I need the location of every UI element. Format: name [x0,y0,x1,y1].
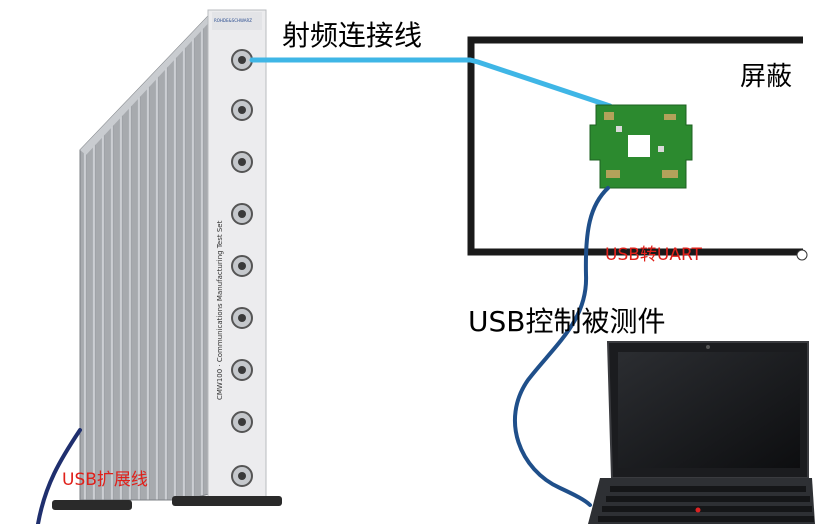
usb-extension-label: USB扩展线 [62,470,148,490]
laptop-keyboard [598,486,814,522]
shield-box [467,36,808,261]
pcb-dut [589,104,693,189]
device-model-text: CMW100 · Communications Manufacturing Te… [216,220,224,400]
cmw100-instrument: CMW100 · Communications Manufacturing Te… [52,9,282,510]
rf-cable [249,57,613,109]
device-brand-text: ROHDE&SCHWARZ [214,18,252,23]
usb-control-label: USB控制被测件 [468,305,666,338]
rf-cable-label: 射频连接线 [282,19,423,52]
shield-label: 屏蔽 [740,62,793,92]
rf-connectors [231,49,253,487]
usb-uart-cable [512,186,610,507]
laptop [588,341,815,524]
usb-extension-cable [36,428,82,524]
usb-uart-label: USB转UART [605,245,702,265]
